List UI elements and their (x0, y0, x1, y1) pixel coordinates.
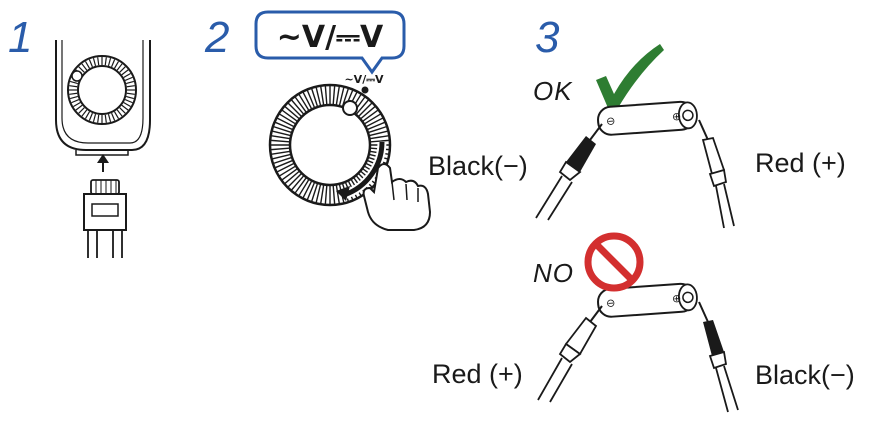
probe-red-left (537, 305, 603, 403)
battery-correct: ⊖ ⊕ (597, 100, 698, 136)
battery-wrong: ⊖ ⊕ (597, 282, 698, 318)
step-3: 3 OK ⊖ ⊕ (428, 13, 855, 413)
no-label: NO (533, 258, 574, 288)
check-mark-icon (596, 44, 664, 108)
no-left-lead-label: Red (+) (432, 359, 523, 389)
no-right-lead-label: Black(−) (755, 360, 855, 390)
probe-black-right (698, 301, 739, 413)
wrong-connection: NO ⊖ ⊕ (432, 232, 855, 413)
ok-left-lead-label: Black(−) (428, 151, 528, 181)
rotate-arrow-icon (336, 141, 387, 201)
meter-body (55, 40, 151, 156)
ok-label: OK (533, 76, 573, 106)
step-1: 1 (8, 13, 151, 258)
probe-black-left (535, 123, 603, 221)
probe-red-right (698, 119, 735, 229)
step-2: 2 ~V/⎓V ~V/⎓V (204, 10, 432, 231)
bubble-mode-text: ~V/⎓V (277, 20, 384, 55)
battery-minus-mark: ⊖ (606, 296, 616, 310)
step-1-number: 1 (8, 13, 32, 62)
step-3-number: 3 (535, 13, 560, 62)
dial-mode-dot (361, 86, 369, 94)
prohibited-icon (584, 232, 644, 292)
plug-connector (83, 179, 127, 258)
battery-plus-mark: ⊕ (672, 292, 682, 306)
hand-pointer-icon (362, 163, 432, 231)
dial-mode-label: ~V/⎓V (344, 73, 384, 86)
battery-plus-mark: ⊕ (672, 110, 682, 124)
battery-minus-mark: ⊖ (606, 114, 616, 128)
ok-right-lead-label: Red (+) (755, 148, 846, 178)
rotary-dial (268, 83, 392, 207)
meter-dial (67, 55, 137, 125)
correct-connection: OK ⊖ ⊕ (428, 44, 846, 229)
step-2-number: 2 (204, 13, 229, 62)
up-arrow-icon (97, 154, 109, 172)
mode-bubble: ~V/⎓V (254, 10, 406, 75)
